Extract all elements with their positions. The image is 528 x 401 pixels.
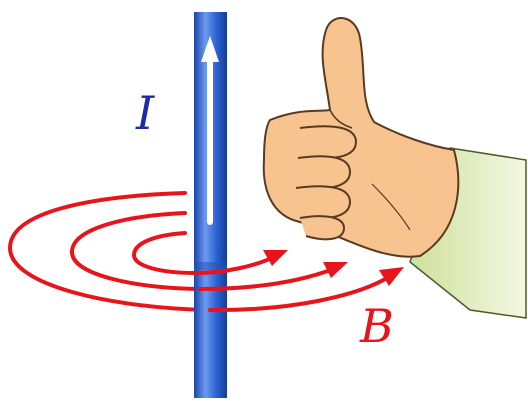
current-label: I <box>136 86 155 140</box>
field-loop-inner-back <box>131 231 197 275</box>
field-lines-back <box>7 191 212 312</box>
thumbs-up-hand-icon <box>262 17 527 319</box>
finger-4 <box>299 215 346 241</box>
field-loop-outer-back <box>7 191 212 312</box>
finger-1 <box>299 125 358 160</box>
field-loop-middle-front <box>198 266 338 291</box>
finger-3 <box>295 185 352 220</box>
field-arrowheads <box>263 250 404 286</box>
thumb-crease <box>329 109 353 129</box>
field-arrow-inner <box>263 250 288 266</box>
field-loop-outer-front <box>208 273 394 313</box>
field-lines-front <box>193 255 394 313</box>
field-arrow-middle <box>323 262 348 278</box>
wire-front-band <box>194 262 227 270</box>
field-loop-middle-back <box>69 211 202 291</box>
field-label: B <box>360 299 394 353</box>
palm-crease <box>371 183 411 231</box>
current-wire <box>194 12 227 398</box>
field-arrow-outer <box>379 267 404 286</box>
current-arrow-head <box>201 36 219 62</box>
hand-palm <box>262 17 460 258</box>
finger-2 <box>297 155 352 190</box>
field-loop-inner-front <box>193 255 276 275</box>
